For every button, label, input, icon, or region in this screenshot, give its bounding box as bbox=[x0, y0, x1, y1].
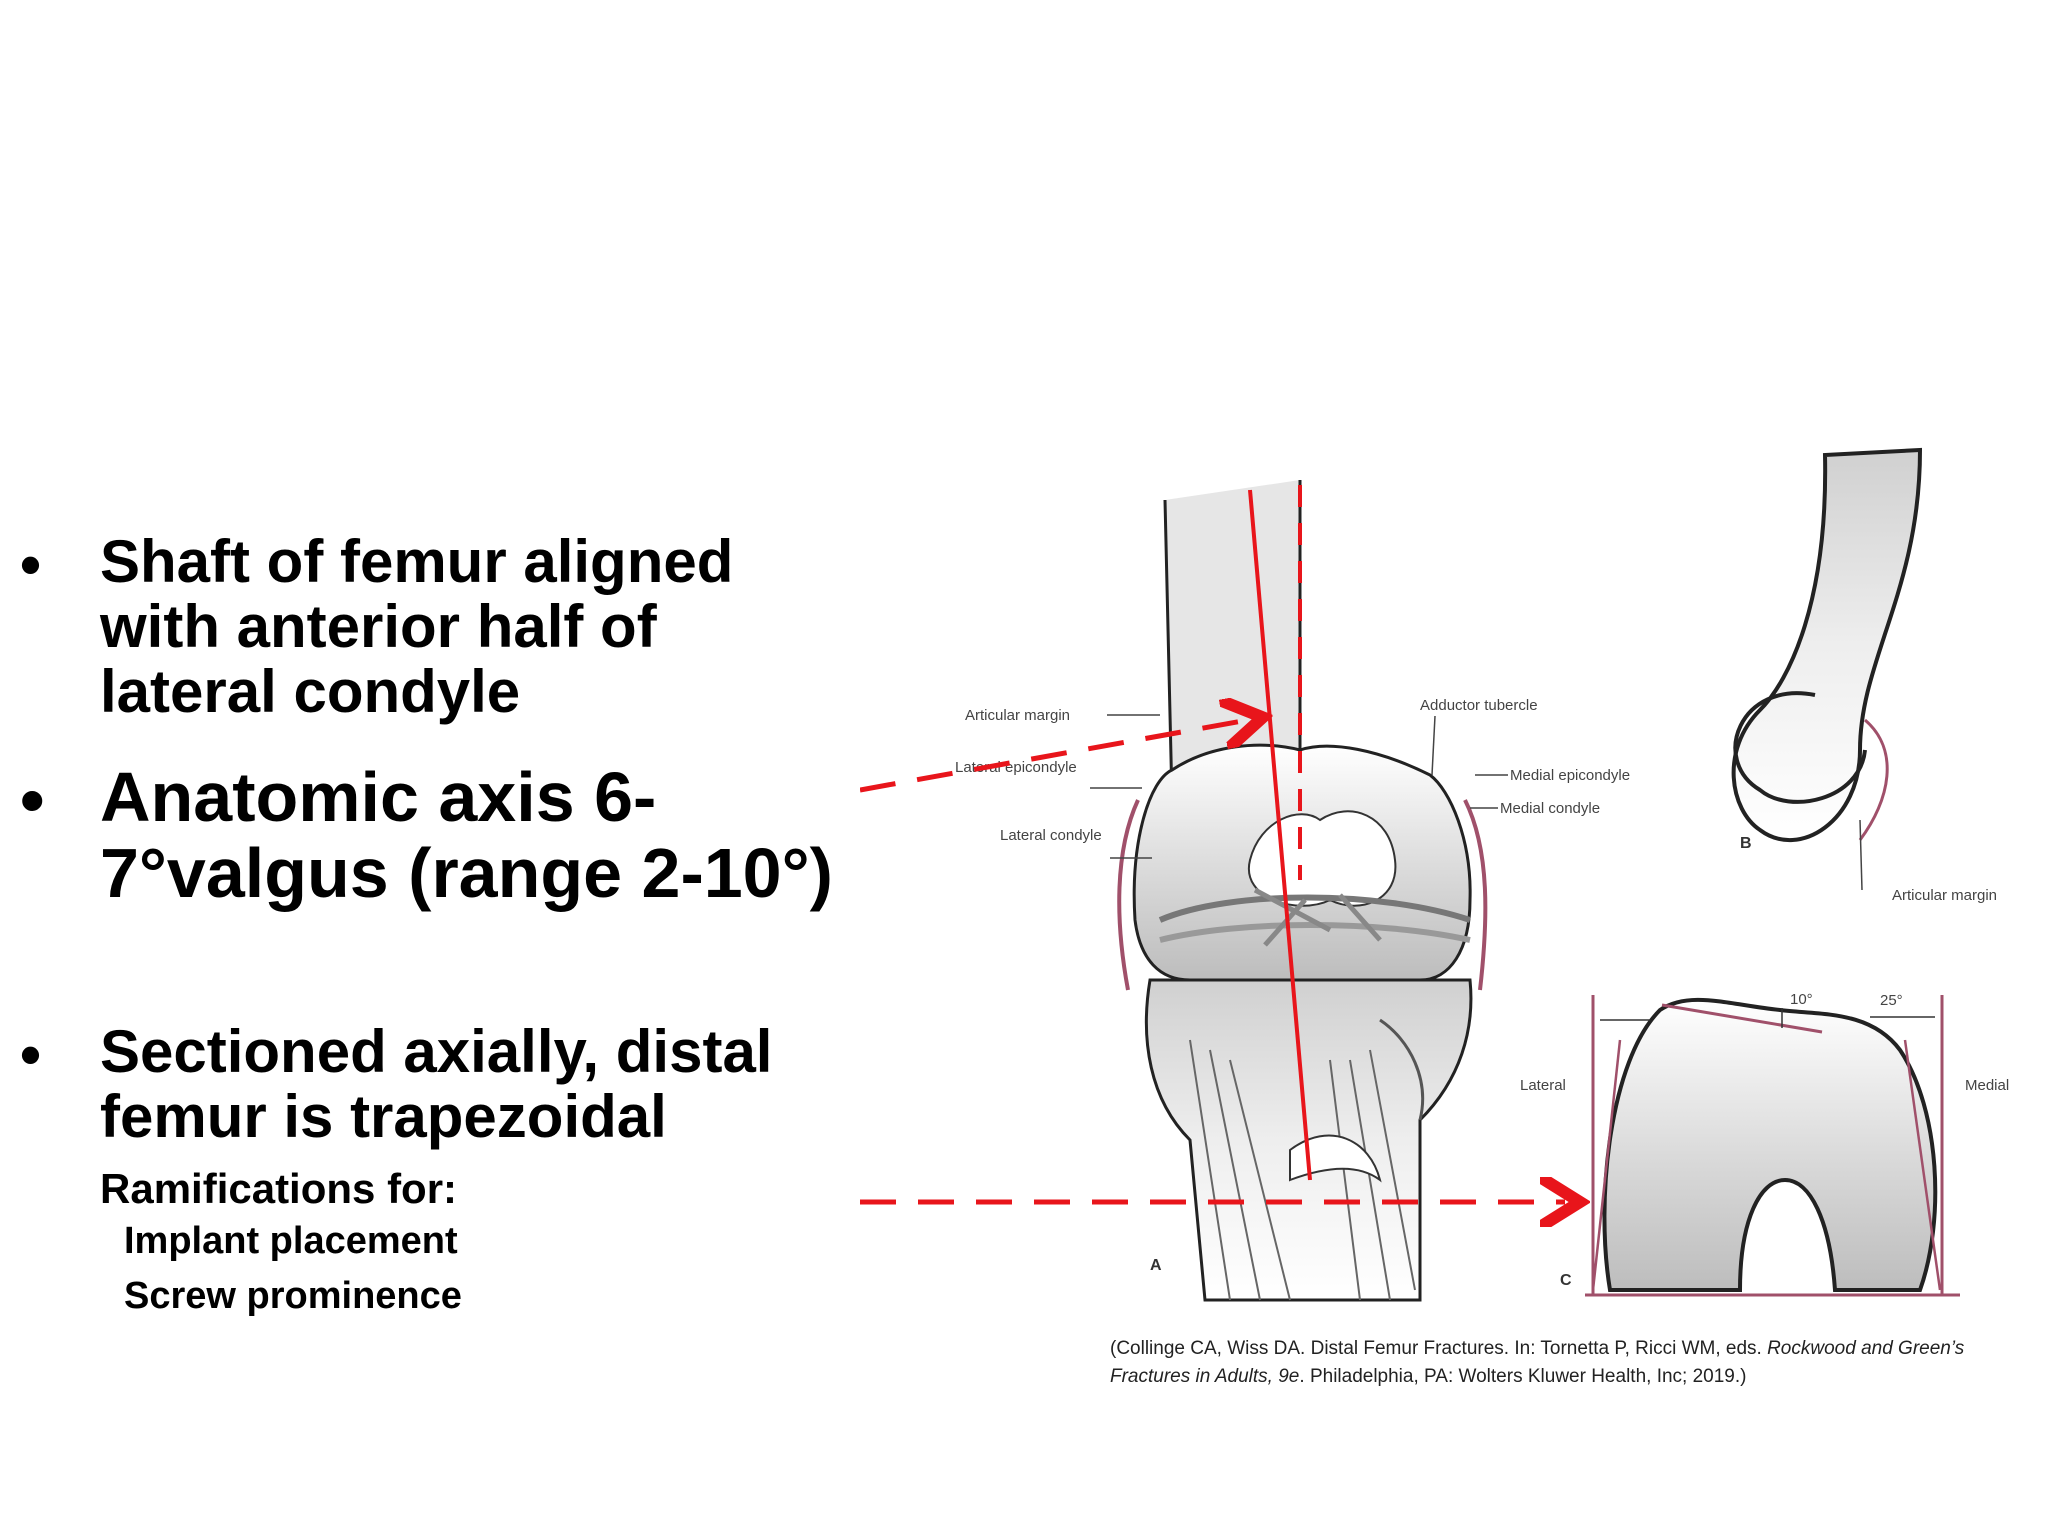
bullet-item-anatomic-axis: • Anatomic axis 6-7°valgus (range 2-10°) bbox=[20, 758, 840, 912]
bullet-marker: • bbox=[20, 761, 45, 839]
citation-book-title: Rockwood and Green’s Fractures in Adults… bbox=[1110, 1338, 1965, 1387]
ramification-item: Screw prominence bbox=[124, 1275, 462, 1317]
label-medial-condyle: Medial condyle bbox=[1500, 800, 1600, 817]
ramification-item: Implant placement bbox=[124, 1220, 458, 1262]
citation-text: . Philadelphia, PA: Wolters Kluwer Healt… bbox=[1299, 1365, 1747, 1387]
bullet-marker: • bbox=[20, 1021, 42, 1088]
bullet-item-shaft-alignment: • Shaft of femur aligned with anterior h… bbox=[20, 528, 820, 725]
panel-c-axial-section: 10° 25° Lateral Medial C bbox=[1520, 991, 2009, 1297]
distal-femur-figure: Articular margin Lateral epicondyle Late… bbox=[860, 420, 2040, 1420]
label-lateral-epicondyle: Lateral epicondyle bbox=[955, 759, 1077, 776]
bullet-text: Sectioned axially, distal femur is trape… bbox=[100, 1018, 773, 1150]
panel-a-knee-anterior: Articular margin Lateral epicondyle Late… bbox=[955, 480, 1630, 1302]
bullet-text: Shaft of femur aligned with anterior hal… bbox=[100, 528, 734, 725]
label-lateral: Lateral bbox=[1520, 1077, 1566, 1094]
label-lateral-condyle: Lateral condyle bbox=[1000, 827, 1102, 844]
label-articular-margin-b: Articular margin bbox=[1892, 887, 1997, 904]
alignment-overlay bbox=[860, 485, 1565, 1202]
panel-letter-b: B bbox=[1740, 835, 1752, 852]
bullet-item-axial-section: • Sectioned axially, distal femur is tra… bbox=[20, 1018, 820, 1150]
bullet-marker: • bbox=[20, 531, 42, 598]
label-angle-25: 25° bbox=[1880, 992, 1903, 1009]
label-adductor-tubercle: Adductor tubercle bbox=[1420, 697, 1538, 714]
panel-letter-c: C bbox=[1560, 1272, 1572, 1289]
label-angle-10: 10° bbox=[1790, 991, 1813, 1008]
label-articular-margin-a: Articular margin bbox=[965, 707, 1070, 724]
ramifications-heading: Ramifications for: bbox=[100, 1165, 458, 1212]
panel-b-lateral-view: Articular margin B bbox=[1731, 447, 1997, 904]
panel-letter-a: A bbox=[1150, 1257, 1162, 1274]
femur-illustration: Articular margin Lateral epicondyle Late… bbox=[860, 447, 2009, 1302]
figure-citation: (Collinge CA, Wiss DA. Distal Femur Frac… bbox=[1110, 1335, 2010, 1390]
citation-text: (Collinge CA, Wiss DA. Distal Femur Frac… bbox=[1110, 1338, 1768, 1359]
label-medial: Medial bbox=[1965, 1077, 2009, 1094]
condyle-arrow bbox=[860, 720, 1248, 793]
anatomic-axis-line bbox=[1248, 489, 1312, 1181]
bullet-text: Anatomic axis 6-7°valgus (range 2-10°) bbox=[100, 758, 833, 912]
label-medial-epicondyle: Medial epicondyle bbox=[1510, 767, 1630, 784]
